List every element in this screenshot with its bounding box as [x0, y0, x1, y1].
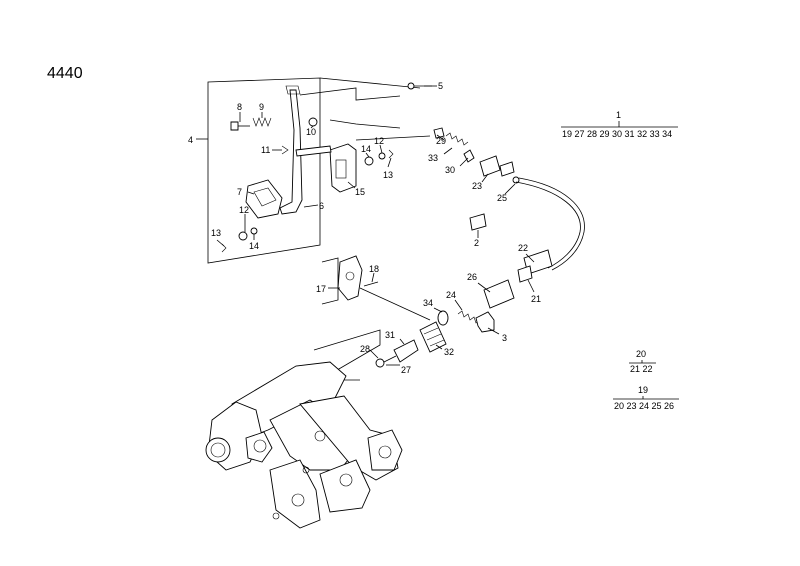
callout-27: 27 [401, 365, 411, 375]
callout-7: 7 [237, 187, 242, 197]
pedal-arm [279, 89, 303, 215]
kit-19-parent: 19 [638, 385, 648, 395]
callout-5: 5 [438, 81, 443, 91]
callout-31: 31 [385, 330, 395, 340]
cable-clip [407, 82, 415, 90]
callout-15: 15 [355, 187, 365, 197]
pedal-bracket [329, 143, 357, 193]
callout-21: 21 [531, 294, 541, 304]
callout-28: 28 [360, 344, 370, 354]
bushing [469, 213, 487, 231]
callout-18: 18 [369, 264, 379, 274]
kit-tree-19: 19 20 23 24 25 26 [613, 385, 679, 411]
kit-20-children: 21 22 [630, 364, 653, 374]
callout-34: 34 [423, 298, 433, 308]
cable-upper-end [479, 155, 501, 177]
cable-adjuster [483, 279, 515, 309]
callout-33: 33 [428, 153, 438, 163]
throttle-cable [313, 82, 585, 381]
callout-2: 2 [474, 238, 479, 248]
callout-12-right: 12 [374, 136, 384, 146]
kit-20-parent: 20 [636, 349, 646, 359]
callout-13-right: 13 [383, 170, 393, 180]
callout-11: 11 [261, 145, 270, 155]
cable-clip-3 [475, 311, 495, 333]
callout-14-right: 14 [361, 144, 371, 154]
intake-manifold [205, 361, 403, 529]
kit-1-parent: 1 [616, 110, 621, 120]
pedal-pad [245, 179, 283, 219]
callout-10: 10 [306, 127, 316, 137]
pedal-assembly-frame [207, 77, 321, 264]
callout-4: 4 [188, 135, 193, 145]
callout-8: 8 [237, 102, 242, 112]
kit-19-children: 20 23 24 25 26 [614, 401, 674, 411]
page-number: 4440 [47, 65, 83, 82]
callout-17: 17 [316, 284, 326, 294]
cable-bracket [337, 255, 363, 301]
callout-3: 3 [502, 333, 507, 343]
callout-6: 6 [319, 201, 324, 211]
callout-26: 26 [467, 272, 477, 282]
callout-23: 23 [472, 181, 482, 191]
callout-32: 32 [444, 347, 454, 357]
callout-24: 24 [446, 290, 456, 300]
callout-30: 30 [445, 165, 455, 175]
callout-25: 25 [497, 193, 507, 203]
callout-9: 9 [259, 102, 264, 112]
kit-1-children: 19 27 28 29 30 31 32 33 34 [562, 129, 672, 139]
pedal-assembly-group [196, 77, 431, 264]
callout-12-left: 12 [239, 205, 249, 215]
kit-tree-1: 1 19 27 28 29 30 31 32 33 34 [561, 110, 678, 139]
return-spring [252, 117, 272, 127]
callout-22: 22 [518, 243, 528, 253]
callout-labels: 4 8 9 10 11 7 6 12 13 14 12 14 13 15 5 2… [188, 81, 541, 375]
callout-14-left: 14 [249, 241, 259, 251]
kit-tree-20: 20 21 22 [629, 349, 656, 374]
callout-13-left: 13 [211, 228, 221, 238]
cable-boot [419, 321, 447, 353]
callout-29: 29 [436, 136, 446, 146]
